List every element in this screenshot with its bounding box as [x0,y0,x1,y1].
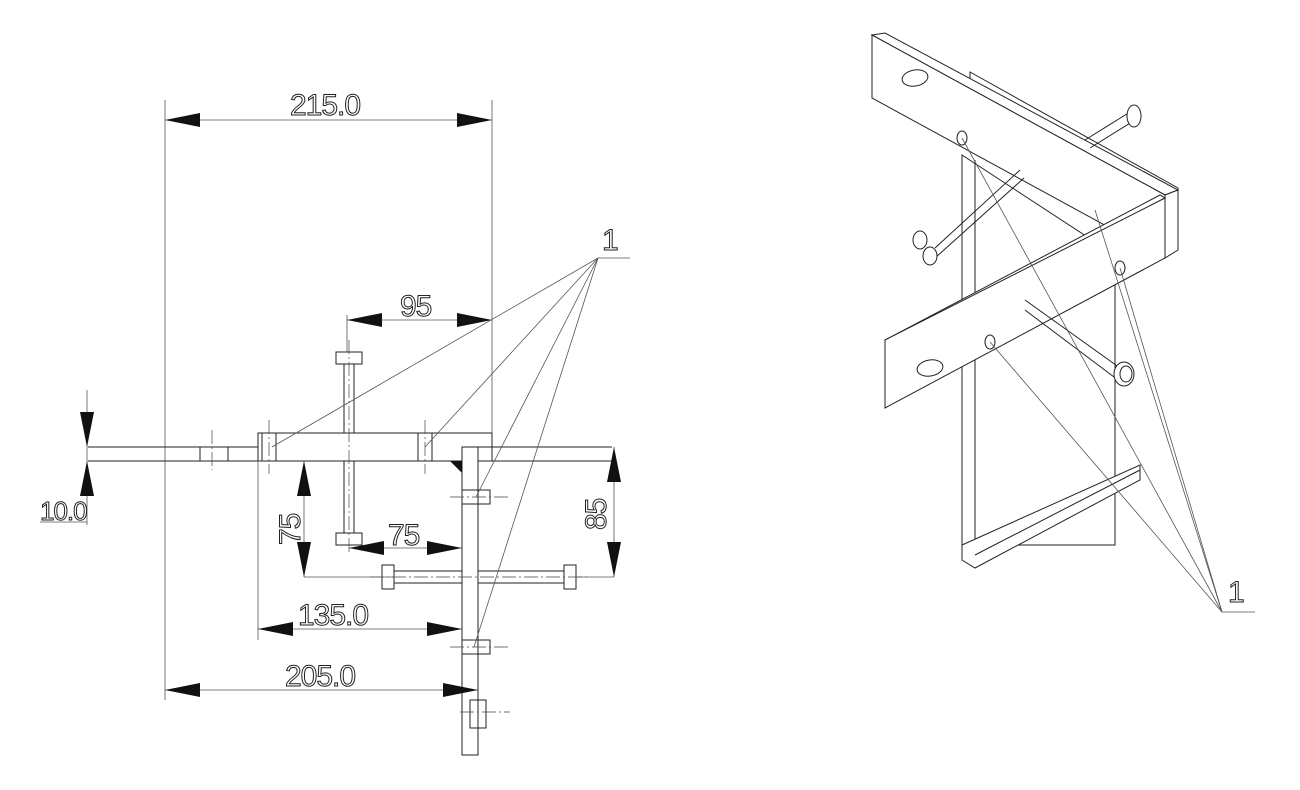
iso-callout-label: 1 [1228,576,1244,609]
dimension-205-label: 205.0 [285,660,355,693]
dimension-95-label: 95 [400,290,432,323]
iso-bottom-flange [884,194,1167,409]
isometric-view: 1 [870,32,1255,613]
dimension-135-label: 135.0 [298,599,368,632]
dimension-215: 215.0 [165,89,492,127]
dimension-10: 10.0 [40,390,94,527]
dimension-75-horizontal: 75 [349,519,462,555]
dimension-85: 85 [576,447,621,578]
dimension-135: 135.0 [257,461,462,640]
front-callout-label: 1 [602,224,618,257]
dimension-85-label: 85 [580,498,613,530]
iso-callout: 1 [961,137,1255,613]
dimension-215-label: 215.0 [290,89,360,122]
vertical-plate [450,446,492,756]
iso-bolt-lower [1024,299,1135,387]
iso-bolt-upper [1084,104,1142,149]
iso-top-flange [870,32,1180,259]
front-view: 215.0 95 [40,89,630,756]
horizontal-plate [88,432,612,462]
iso-bolt-left [912,169,1025,266]
dimension-10-label: 10.0 [40,496,87,526]
dimension-95: 95 [346,290,492,355]
dimension-205: 205.0 [165,660,478,697]
dimension-75-vertical-label: 75 [274,513,307,545]
dimension-75-vertical: 75 [274,461,394,578]
front-callout: 1 [271,224,630,648]
dimension-75-horizontal-label: 75 [388,519,420,552]
center-lines [211,340,590,713]
